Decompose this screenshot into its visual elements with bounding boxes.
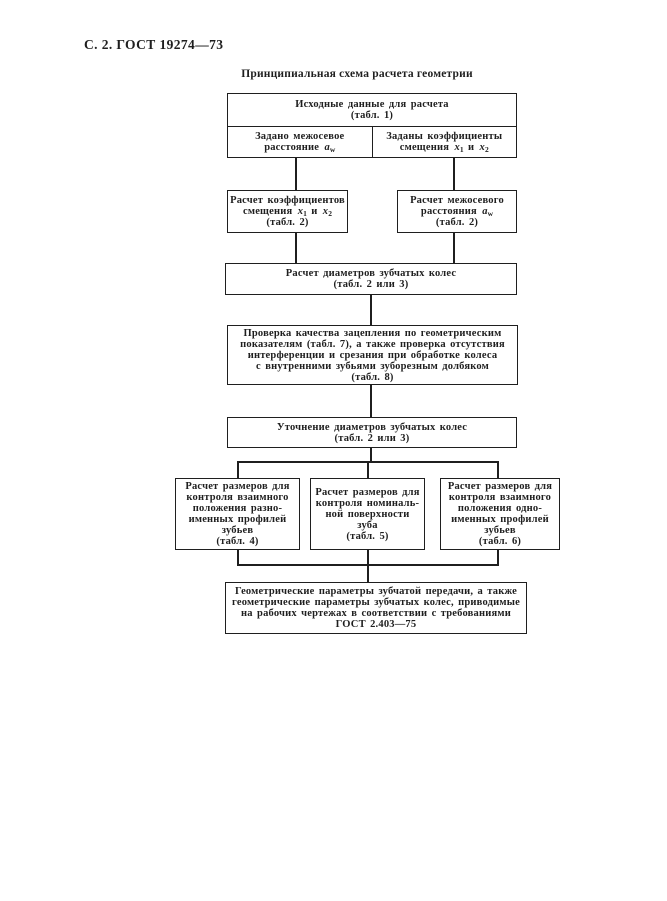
diagram-title: Принципиальная схема расчета геометрии bbox=[241, 68, 473, 80]
branch-drop-left bbox=[237, 461, 239, 478]
connector-refine-to-branch bbox=[370, 448, 372, 461]
connector-diameters-to-check bbox=[370, 295, 372, 325]
connector-source-to-calc-distance bbox=[453, 158, 455, 190]
box-source-data-title: Исходные данные для расчета(табл. 1) bbox=[228, 94, 516, 127]
box-source-data: Исходные данные для расчета(табл. 1) Зад… bbox=[227, 93, 517, 158]
merge-drop-right bbox=[497, 550, 499, 564]
page-header: С. 2. ГОСТ 19274—73 bbox=[84, 37, 224, 52]
merge-drop-middle bbox=[367, 550, 369, 564]
merge-drop-left bbox=[237, 550, 239, 564]
merge-line-bottom bbox=[237, 564, 499, 566]
branch-drop-right bbox=[497, 461, 499, 478]
box-check-quality: Проверка качества зацепления по геометри… bbox=[227, 325, 518, 385]
box-calc-diameters: Расчет диаметров зубчатых колес(табл. 2 … bbox=[225, 263, 517, 295]
connector-merge-to-result bbox=[367, 566, 369, 582]
connector-calc-distance-to-diameters bbox=[453, 233, 455, 263]
box-refine-diameters: Уточнение диаметров зубчатых колес(табл.… bbox=[227, 417, 517, 448]
branch-drop-middle bbox=[367, 461, 369, 478]
connector-calc-shift-to-diameters bbox=[295, 233, 297, 263]
box-result: Геометрические параметры зубчатой переда… bbox=[225, 582, 527, 634]
connector-source-to-calc-shift bbox=[295, 158, 297, 190]
connector-check-to-refine bbox=[370, 385, 372, 417]
